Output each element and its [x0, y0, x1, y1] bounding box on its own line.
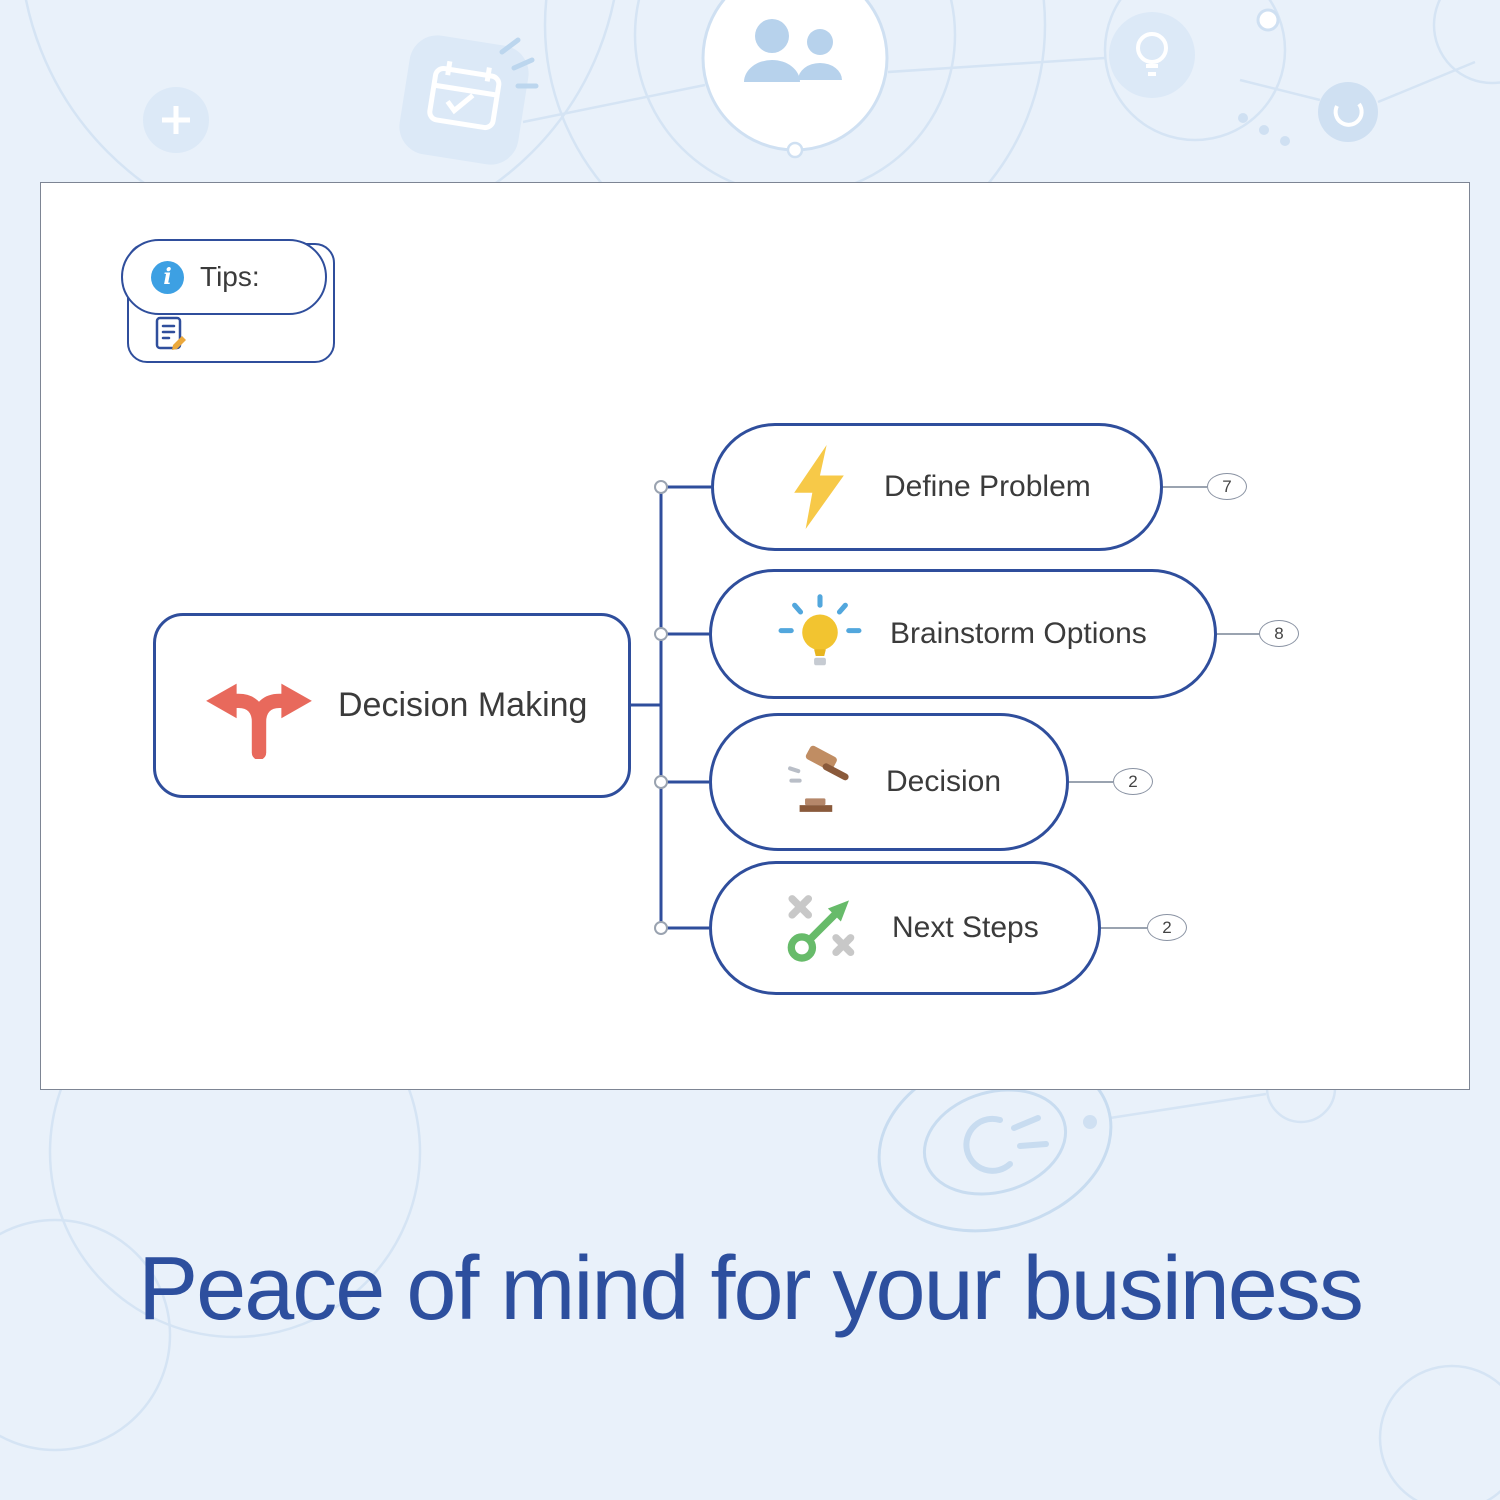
bulb-node-icon: [1109, 12, 1195, 98]
clipboard-icon: [399, 35, 529, 165]
mindmap-canvas: i Tips: Decision Making Define Problem: [40, 182, 1470, 1090]
tips-label: Tips:: [200, 261, 260, 292]
topic-label: Brainstorm Options: [890, 617, 1147, 650]
badge-value: 7: [1222, 476, 1232, 496]
root-topic-label: Decision Making: [338, 686, 588, 724]
topic-label: Next Steps: [892, 911, 1039, 944]
document-note-icon[interactable]: [153, 316, 189, 352]
tagline: Peace of mind for your business: [138, 1239, 1364, 1339]
info-icon: i: [151, 260, 184, 294]
tips-topic[interactable]: i Tips:: [121, 239, 341, 367]
gavel-icon: [788, 745, 849, 812]
strategy-arrow-icon: [787, 895, 855, 962]
topic-count-badge[interactable]: 2: [1113, 768, 1153, 795]
people-icon: [744, 19, 842, 82]
topic-label: Define Problem: [884, 470, 1091, 503]
badge-value: 2: [1162, 917, 1172, 937]
lightbulb-icon: [778, 594, 862, 666]
badge-value: 2: [1128, 771, 1138, 791]
topic-label: Decision: [886, 765, 1002, 798]
plug-icon: [963, 1115, 1049, 1174]
topic-decision[interactable]: Decision: [709, 713, 1069, 851]
root-topic-decision-making[interactable]: Decision Making: [153, 613, 631, 798]
topic-count-badge[interactable]: 8: [1259, 620, 1299, 647]
lightning-bolt-icon: [794, 445, 844, 529]
topic-count-badge[interactable]: 7: [1207, 473, 1247, 500]
tips-pill[interactable]: i Tips:: [121, 239, 327, 315]
topic-define-problem[interactable]: Define Problem: [711, 423, 1163, 551]
topic-next-steps[interactable]: Next Steps: [709, 861, 1101, 995]
fork-arrows-icon: [206, 683, 312, 759]
badge-value: 8: [1274, 623, 1284, 643]
topic-brainstorm-options[interactable]: Brainstorm Options: [709, 569, 1217, 699]
topic-count-badge[interactable]: 2: [1147, 914, 1187, 941]
